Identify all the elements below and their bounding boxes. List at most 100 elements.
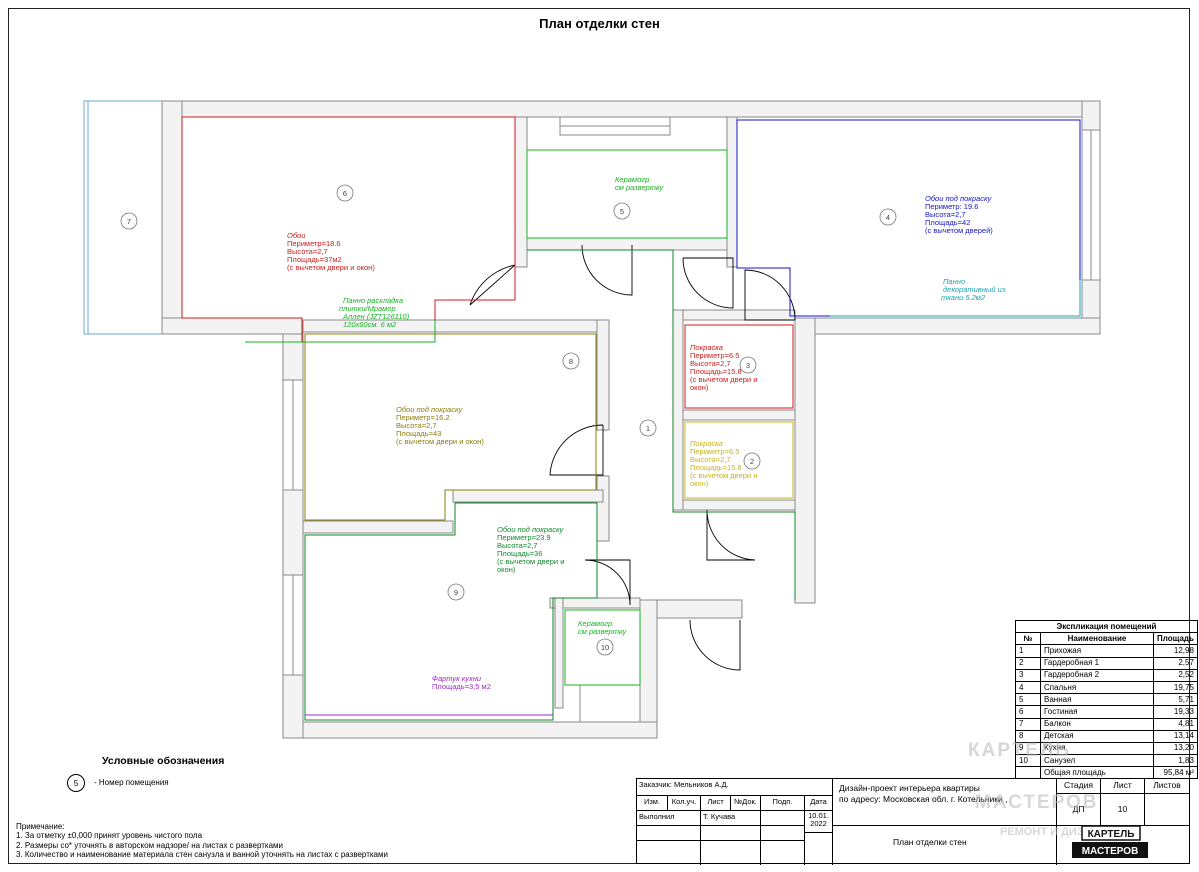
blank-cell xyxy=(701,826,761,841)
annotation-room4-panel: Панно декоративный из ткани 5.2м2 xyxy=(941,277,1007,302)
sheet-value: 10 xyxy=(1101,794,1145,826)
col-header-name: Наименование xyxy=(1040,632,1154,646)
note-item: 3. Количество и наименование материала с… xyxy=(16,850,388,860)
project-name: Дизайн-проект интерьера квартиры xyxy=(839,783,980,793)
col-data: Дата xyxy=(805,796,833,811)
annotation-apron: Фартук кухни Площадь=3,5 м2 xyxy=(432,674,491,691)
executed-label: Выполнил xyxy=(637,811,701,826)
blank-cell xyxy=(637,841,701,865)
blank-cell xyxy=(805,833,833,865)
sheet-label: Лист xyxy=(1101,779,1145,794)
svg-text:9: 9 xyxy=(454,588,458,597)
outline-panel4 xyxy=(830,280,1081,317)
col-ndok: №Док. xyxy=(731,796,761,811)
col-header-area: Площадь xyxy=(1153,632,1198,646)
explication-table: Экспликация помещений № Наименование Пло… xyxy=(1015,619,1198,780)
svg-text:4: 4 xyxy=(886,213,890,222)
stage-label: Стадия xyxy=(1057,779,1101,794)
project-title-cell: Дизайн-проект интерьера квартиры по адре… xyxy=(833,779,1057,826)
drawing-frame xyxy=(8,8,1190,864)
row-name: Гостиная xyxy=(1040,705,1154,719)
blank-cell xyxy=(761,826,805,841)
row-number: 10 xyxy=(1015,754,1041,768)
row-number: 6 xyxy=(1015,705,1041,719)
row-name: Гардеробная 2 xyxy=(1040,668,1154,682)
annotation-room5: Керамогр. см развертку xyxy=(615,175,665,192)
row-area: 4,81 xyxy=(1153,717,1198,731)
row-area: 2,52 xyxy=(1153,668,1198,682)
room-number-9: 9 xyxy=(447,583,465,601)
annotation-room10: Керамогр. см развертку xyxy=(578,619,628,636)
col-list: Лист xyxy=(701,796,731,811)
row-area: 2,57 xyxy=(1153,656,1198,670)
svg-text:3: 3 xyxy=(746,361,750,370)
title-block: Заказчик: Мельников А.Д. Изм. Кол.уч. Ли… xyxy=(636,778,1190,865)
outline-room3 xyxy=(684,324,794,409)
sheets-label: Листов xyxy=(1145,779,1189,794)
svg-text:8: 8 xyxy=(569,357,573,366)
outline-room2 xyxy=(684,421,794,499)
room-number-10: 10 xyxy=(596,638,614,656)
blank-cell xyxy=(701,841,761,865)
room-number-4: 4 xyxy=(879,208,897,226)
annotation-room6: Обои Периметр=18.6 Высота=2,7 Площадь=37… xyxy=(287,231,375,272)
note-item: 2. Размеры со* уточнять в авторском надз… xyxy=(16,840,284,850)
row-number: 7 xyxy=(1015,717,1041,731)
col-kol: Кол.уч. xyxy=(668,796,701,811)
svg-text:7: 7 xyxy=(127,217,131,226)
row-area: 19,33 xyxy=(1153,705,1198,719)
row-number: 5 xyxy=(1015,693,1041,707)
outline-room10 xyxy=(564,609,641,686)
room-number-8: 8 xyxy=(562,352,580,370)
legend-room-number-label: - Номер помещения xyxy=(94,778,169,787)
outline-room5 xyxy=(526,149,728,239)
row-name: Спальня xyxy=(1040,680,1154,695)
explication-title: Экспликация помещений xyxy=(1015,619,1198,634)
col-podp: Подп. xyxy=(761,796,805,811)
outline-room8 xyxy=(304,333,597,521)
room-number-5: 5 xyxy=(613,202,631,220)
annotation-room6-panel: Панно раскладка плитки/Мрамор Аллен (JZT… xyxy=(339,296,411,329)
outline-panel6 xyxy=(245,320,436,343)
company-logo: КАРТЕЛЬ МАСТЕРОВ xyxy=(1072,825,1148,858)
sheets-value xyxy=(1145,794,1189,826)
executor-name: Т. Кучава xyxy=(701,811,761,826)
svg-text:2: 2 xyxy=(750,457,754,466)
row-area: 12,98 xyxy=(1153,644,1198,658)
note-item: 1. За отметку ±0,000 принят уровень чист… xyxy=(16,831,203,841)
customer-cell: Заказчик: Мельников А.Д. xyxy=(637,779,833,796)
row-name: Прихожая xyxy=(1040,644,1154,658)
svg-text:КАРТЕЛЬ: КАРТЕЛЬ xyxy=(1088,829,1135,840)
row-area: 5,71 xyxy=(1153,693,1198,707)
outline-room9 xyxy=(304,502,598,721)
room-number-6: 6 xyxy=(336,184,354,202)
row-number: 1 xyxy=(1015,644,1041,658)
annotation-room2: Покраска Периметр=6.5 Высота=2,7 Площадь… xyxy=(690,439,759,488)
room-number-7: 7 xyxy=(120,212,138,230)
col-header-number: № xyxy=(1015,632,1041,646)
row-name: Ванная xyxy=(1040,693,1154,707)
row-area: 19,75 xyxy=(1153,680,1198,695)
annotation-room8: Обои под покраску Периметр=16.2 Высота=2… xyxy=(396,405,484,446)
legend-title: Условные обозначения xyxy=(102,755,225,767)
row-name: Гардеробная 1 xyxy=(1040,656,1154,670)
room-number-1: 1 xyxy=(639,419,657,437)
annotation-room4: Обои под покраску Периметр: 19.6 Высота=… xyxy=(925,194,993,235)
page-title: План отделки стен xyxy=(539,16,660,31)
row-name: Санузел xyxy=(1040,754,1154,768)
svg-text:МАСТЕРОВ: МАСТЕРОВ xyxy=(1082,846,1139,857)
svg-text:6: 6 xyxy=(343,189,347,198)
project-address: по адресу: Московская обл. г. Котельники… xyxy=(839,794,1008,804)
legend-room-number-symbol: 5 xyxy=(67,774,85,792)
blank-cell xyxy=(637,826,701,841)
row-area: 1,83 xyxy=(1153,754,1198,768)
row-name: Кухня xyxy=(1040,741,1154,756)
